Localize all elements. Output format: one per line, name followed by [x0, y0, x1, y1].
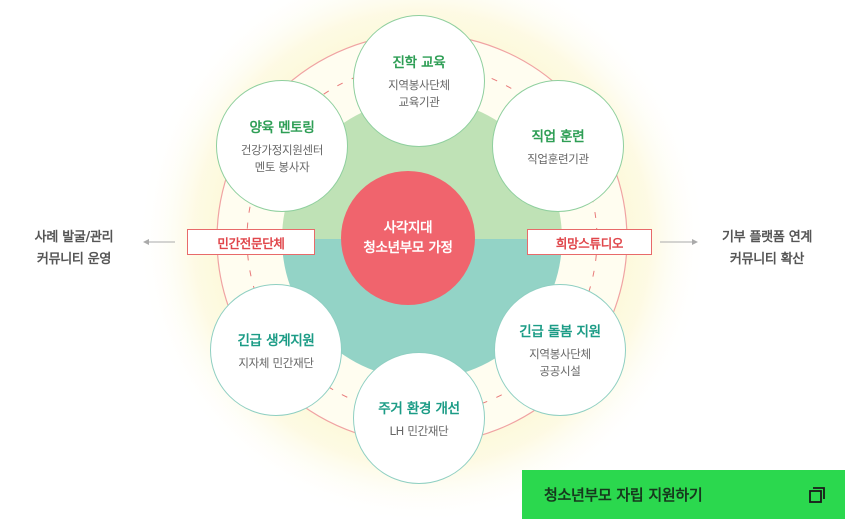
node-sub: 지역봉사단체	[529, 347, 591, 361]
node-sub: 공공시설	[539, 364, 581, 378]
right-side-label: 기부 플랫폼 연계 커뮤니티 확산	[703, 227, 831, 271]
left-arrow	[143, 239, 175, 245]
node-title: 진학 교육	[392, 55, 446, 71]
node-upper-right: 직업 훈련 직업훈련기관	[492, 80, 624, 212]
right-side-line2: 커뮤니티 확산	[729, 252, 805, 267]
node-title: 긴급 돌봄 지원	[519, 324, 601, 340]
node-top: 진학 교육 지역봉사단체 교육기관	[353, 15, 485, 147]
node-upper-left: 양육 멘토링 건강가정지원센터 멘토 봉사자	[216, 80, 348, 212]
center-line1: 사각지대	[383, 220, 433, 236]
right-side-line1: 기부 플랫폼 연계	[721, 230, 813, 245]
copy-icon	[809, 486, 825, 503]
node-title: 직업 훈련	[531, 128, 585, 145]
left-side-label: 사례 발굴/관리 커뮤니티 운영	[18, 227, 130, 271]
node-lower-left: 긴급 생계지원 지자체 민간재단	[210, 284, 342, 416]
right-tag: 희망스튜디오	[527, 229, 652, 255]
cta-label: 청소년부모 자립 지원하기	[544, 486, 703, 504]
left-side-line2: 커뮤니티 운영	[36, 252, 112, 267]
node-title: 양육 멘토링	[249, 120, 315, 136]
node-title: 긴급 생계지원	[237, 332, 315, 349]
node-lower-right: 긴급 돌봄 지원 지역봉사단체 공공시설	[494, 284, 626, 416]
node-sub: 교육기관	[398, 95, 440, 109]
left-side-line1: 사례 발굴/관리	[34, 230, 114, 245]
node-sub: 직업훈련기관	[527, 151, 589, 166]
node-sub: 건강가정지원센터	[240, 143, 324, 157]
node-sub: LH 민간재단	[389, 423, 449, 438]
node-sub: 멘토 봉사자	[254, 160, 310, 174]
left-tag: 민간전문단체	[187, 229, 315, 255]
right-arrow	[660, 239, 698, 245]
center-line2: 청소년부모 가정	[363, 240, 453, 256]
node-sub: 지역봉사단체	[388, 78, 450, 92]
center-circle: 사각지대 청소년부모 가정	[341, 171, 475, 305]
node-title: 주거 환경 개선	[378, 400, 460, 417]
node-sub: 지자체 민간재단	[238, 355, 314, 370]
node-bottom: 주거 환경 개선 LH 민간재단	[353, 352, 485, 484]
support-cta-button[interactable]: 청소년부모 자립 지원하기	[522, 470, 845, 519]
